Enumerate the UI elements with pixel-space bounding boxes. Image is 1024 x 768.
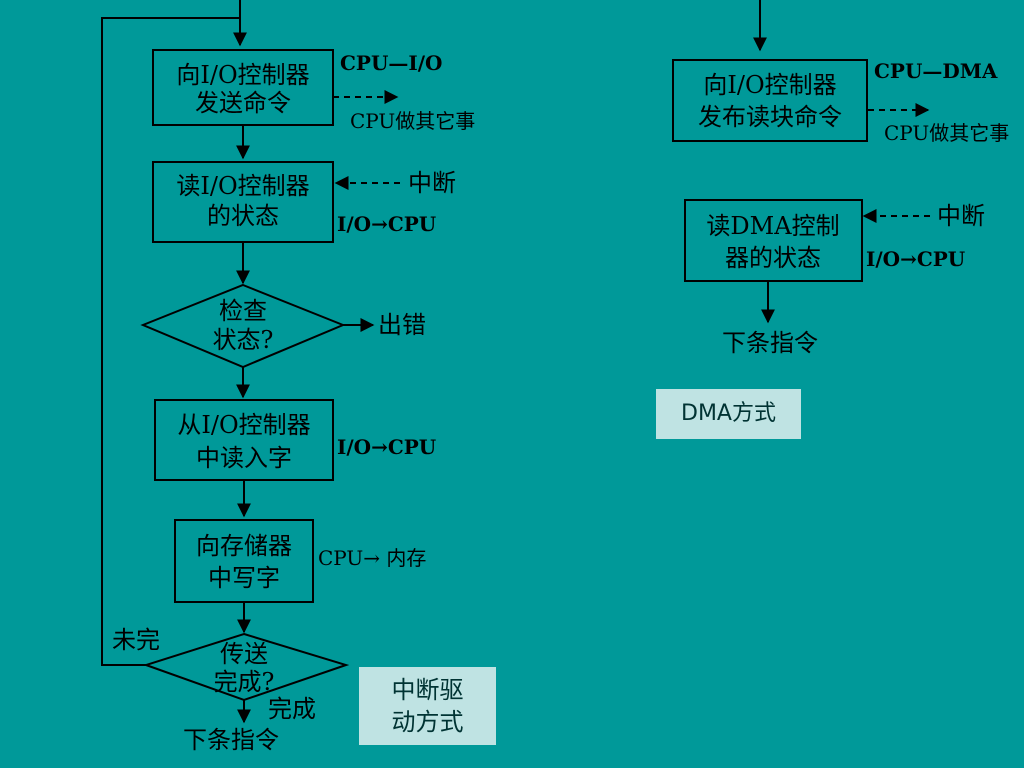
done-label: 完成 (268, 695, 316, 723)
write-memory-line2: 中写字 (208, 564, 280, 592)
dma-read-status-line2: 器的状态 (725, 244, 821, 272)
read-word-line2: 中读入字 (196, 444, 292, 472)
cpu-do-other-label: CPU做其它事 (350, 109, 475, 133)
send-command-line2: 发送命令 (195, 89, 291, 117)
next-instr-label-left: 下条指令 (183, 726, 279, 754)
next-instr-label-right: 下条指令 (722, 329, 818, 357)
interrupt-mode-line2: 动方式 (391, 708, 464, 736)
cpu-to-dma-label: CPU—DMA (874, 59, 998, 83)
io-to-cpu-label-1: I/O→CPU (337, 212, 436, 236)
dma-read-status-line1: 读DMA控制 (706, 212, 839, 240)
send-command-line1: 向I/O控制器 (176, 61, 309, 89)
cpu-to-io-label: CPU—I/O (340, 51, 442, 75)
transfer-done-line2: 完成? (214, 668, 275, 696)
dma-cpu-do-other-label: CPU做其它事 (884, 121, 1009, 145)
dma-mode-label: DMA方式 (681, 401, 776, 426)
dma-read-status-box (684, 199, 863, 282)
interrupt-mode-line1: 中断驱 (391, 676, 464, 704)
check-status-line2: 状态? (213, 326, 274, 354)
not-done-label: 未完 (112, 626, 160, 654)
send-command-box (152, 49, 334, 126)
error-label: 出错 (378, 311, 426, 339)
write-memory-line1: 向存储器 (196, 532, 292, 560)
read-status-box (152, 161, 334, 243)
io-to-cpu-label-2: I/O→CPU (337, 435, 436, 459)
read-status-line2: 的状态 (207, 202, 279, 230)
read-word-box (154, 399, 334, 481)
read-block-box (672, 59, 868, 142)
dma-io-to-cpu-label: I/O→CPU (866, 247, 965, 271)
transfer-done-line1: 传送 (220, 640, 268, 668)
dma-mode-badge: DMA方式 (656, 389, 801, 439)
read-block-line1: 向I/O控制器 (703, 71, 836, 99)
dma-interrupt-label: 中断 (937, 202, 985, 230)
read-word-line1: 从I/O控制器 (177, 411, 310, 439)
loop-back-line (101, 17, 240, 666)
check-status-line1: 检查 (219, 297, 267, 325)
interrupt-mode-badge: 中断驱 动方式 (359, 667, 496, 745)
cpu-to-mem-label: CPU→ 内存 (318, 546, 426, 570)
interrupt-label: 中断 (408, 169, 456, 197)
read-block-line2: 发布读块命令 (698, 103, 842, 131)
read-status-line1: 读I/O控制器 (176, 172, 309, 200)
